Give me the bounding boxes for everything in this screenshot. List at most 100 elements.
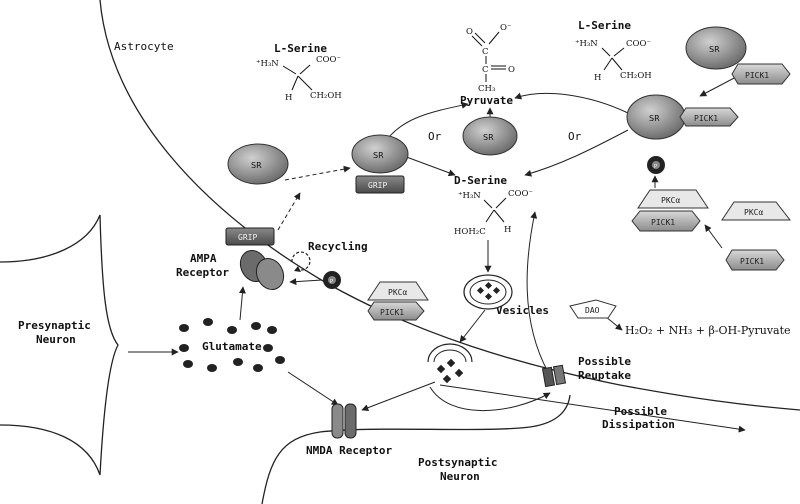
dissipation-label-1: Possible — [614, 405, 667, 418]
arrow-phospho-to-ampa — [289, 278, 323, 286]
svg-text:P: P — [330, 279, 333, 285]
arrow-sr-to-sr-grip — [284, 165, 351, 181]
svg-text:H: H — [594, 73, 601, 83]
phospho-circle-pick1: P — [647, 156, 665, 174]
svg-text:SR: SR — [649, 114, 660, 123]
pkc-trapezoid-right: PKCα — [721, 201, 792, 221]
svg-text:COO⁻: COO⁻ — [626, 39, 651, 49]
dao-pentagon: DAO — [569, 299, 617, 319]
svg-text:CH₃: CH₃ — [478, 84, 495, 94]
svg-text:PICK1: PICK1 — [651, 218, 675, 227]
svg-text:SR: SR — [373, 151, 384, 160]
glutamate-molecules — [179, 318, 285, 372]
pathway-arrows — [128, 75, 746, 433]
svg-text:H: H — [504, 225, 511, 235]
ampa-receptor — [239, 249, 285, 291]
sr-enzyme-center: SR — [462, 116, 518, 156]
nmda-receptor — [331, 403, 357, 439]
grip-box-sr: GRIP — [355, 175, 405, 194]
grip-box-ampa: GRIP — [225, 227, 275, 246]
svg-text:PICK1: PICK1 — [380, 308, 404, 317]
d-serine-label: D-Serine — [454, 174, 507, 187]
svg-text:C: C — [482, 47, 489, 57]
released-d-serine — [436, 358, 464, 384]
svg-text:⁺H₃N: ⁺H₃N — [575, 39, 598, 49]
nmda-label: NMDA Receptor — [306, 444, 392, 457]
sr-enzyme-left: SR — [227, 143, 289, 185]
l-serine-right-structure: ⁺H₃N COO⁻ H CH₂OH — [575, 39, 652, 83]
vesicles-label: Vesicles — [496, 304, 549, 317]
postsynaptic-label-2: Neuron — [440, 470, 480, 483]
l-serine-left-structure: ⁺H₃N COO⁻ H CH₂OH — [256, 55, 342, 103]
l-serine-left-label: L-Serine — [274, 42, 327, 55]
pyruvate-label: Pyruvate — [460, 94, 513, 107]
svg-text:GRIP: GRIP — [238, 233, 257, 242]
svg-text:O⁻: O⁻ — [500, 23, 511, 33]
arrow-possible-dissipation — [439, 384, 746, 433]
recycling-label: Recycling — [308, 240, 368, 253]
svg-text:COO⁻: COO⁻ — [508, 189, 533, 199]
sr-enzyme-top-right: SR — [685, 26, 747, 70]
pick1-box-sr: PICK1 — [679, 107, 739, 127]
arrow-dserine-to-nmda — [361, 381, 436, 412]
postsynaptic-membrane — [261, 394, 571, 504]
svg-text:PKCα: PKCα — [744, 208, 763, 217]
reuptake-label-1: Possible — [578, 355, 631, 368]
pick1-box-pkc-bound: PICK1 — [631, 210, 701, 232]
svg-text:H: H — [285, 93, 292, 103]
svg-text:HOH₂C: HOH₂C — [454, 227, 486, 237]
arrow-sr-to-srpick1 — [699, 75, 739, 97]
d-serine-structure: ⁺H₃N COO⁻ HOH₂C H — [454, 189, 533, 237]
ampa-label-1: AMPA — [190, 252, 217, 265]
svg-text:PICK1: PICK1 — [694, 114, 718, 123]
vesicle-fusion-pore — [427, 343, 473, 363]
glutamate-label: Glutamate — [202, 340, 262, 353]
astrocyte-label: Astrocyte — [114, 40, 174, 53]
postsynaptic-label-1: Postsynaptic — [418, 456, 497, 469]
svg-text:⁺H₃N: ⁺H₃N — [458, 191, 481, 201]
l-serine-right-label: L-Serine — [578, 19, 631, 32]
svg-text:PICK1: PICK1 — [745, 71, 769, 80]
pick1-box-top-right: PICK1 — [731, 63, 791, 85]
ampa-label-2: Receptor — [176, 266, 229, 279]
svg-text:SR: SR — [251, 161, 262, 170]
arrow-pick1-to-pkc — [704, 224, 723, 249]
phospho-circle-ampa: P — [323, 271, 341, 289]
arrow-srright-to-dserine — [524, 129, 629, 177]
svg-text:DAO: DAO — [585, 306, 600, 315]
pick1-box-ampa: PICK1 — [367, 301, 425, 321]
svg-text:PKCα: PKCα — [661, 196, 680, 205]
vesicle-astrocyte — [463, 274, 513, 310]
svg-text:SR: SR — [483, 133, 494, 142]
arrow-glutamate-to-nmda — [287, 371, 339, 406]
svg-text:O: O — [466, 27, 473, 37]
pkc-trapezoid-pick1: PKCα — [637, 189, 709, 209]
arrow-grip-to-sr — [277, 192, 301, 231]
reuptake-label-2: Reuptake — [578, 369, 631, 382]
arrow-glutamate-to-ampa — [238, 286, 246, 321]
svg-text:C: C — [482, 65, 489, 75]
svg-text:CH₂OH: CH₂OH — [620, 71, 652, 81]
sr-enzyme-pick1-bound: SR — [626, 94, 686, 140]
sr-enzyme-grip-bound: SR — [351, 134, 409, 174]
pick1-box-lower-right: PICK1 — [725, 249, 785, 271]
svg-text:PICK1: PICK1 — [740, 257, 764, 266]
svg-text:⁺H₃N: ⁺H₃N — [256, 59, 279, 69]
svg-text:CH₂OH: CH₂OH — [310, 91, 342, 101]
arrow-reuptake-to-dserine — [526, 211, 549, 373]
arrow-dserine-to-reuptake — [429, 386, 551, 412]
arrow-vesicles-to-release — [459, 309, 486, 343]
recycling-icon — [291, 251, 311, 272]
svg-text:COO⁻: COO⁻ — [316, 55, 341, 65]
presynaptic-membrane — [0, 214, 119, 476]
or-left-label: Or — [428, 130, 442, 143]
svg-text:SR: SR — [709, 45, 720, 54]
pkc-trapezoid-ampa: PKCα — [367, 281, 429, 301]
dissipation-label-2: Dissipation — [602, 418, 675, 431]
reuptake-transporter — [541, 364, 567, 388]
arrow-srright-to-pyruvate — [514, 92, 629, 114]
pyruvate-structure: O O⁻ C C O CH₃ — [466, 23, 515, 94]
svg-text:O: O — [508, 65, 515, 75]
